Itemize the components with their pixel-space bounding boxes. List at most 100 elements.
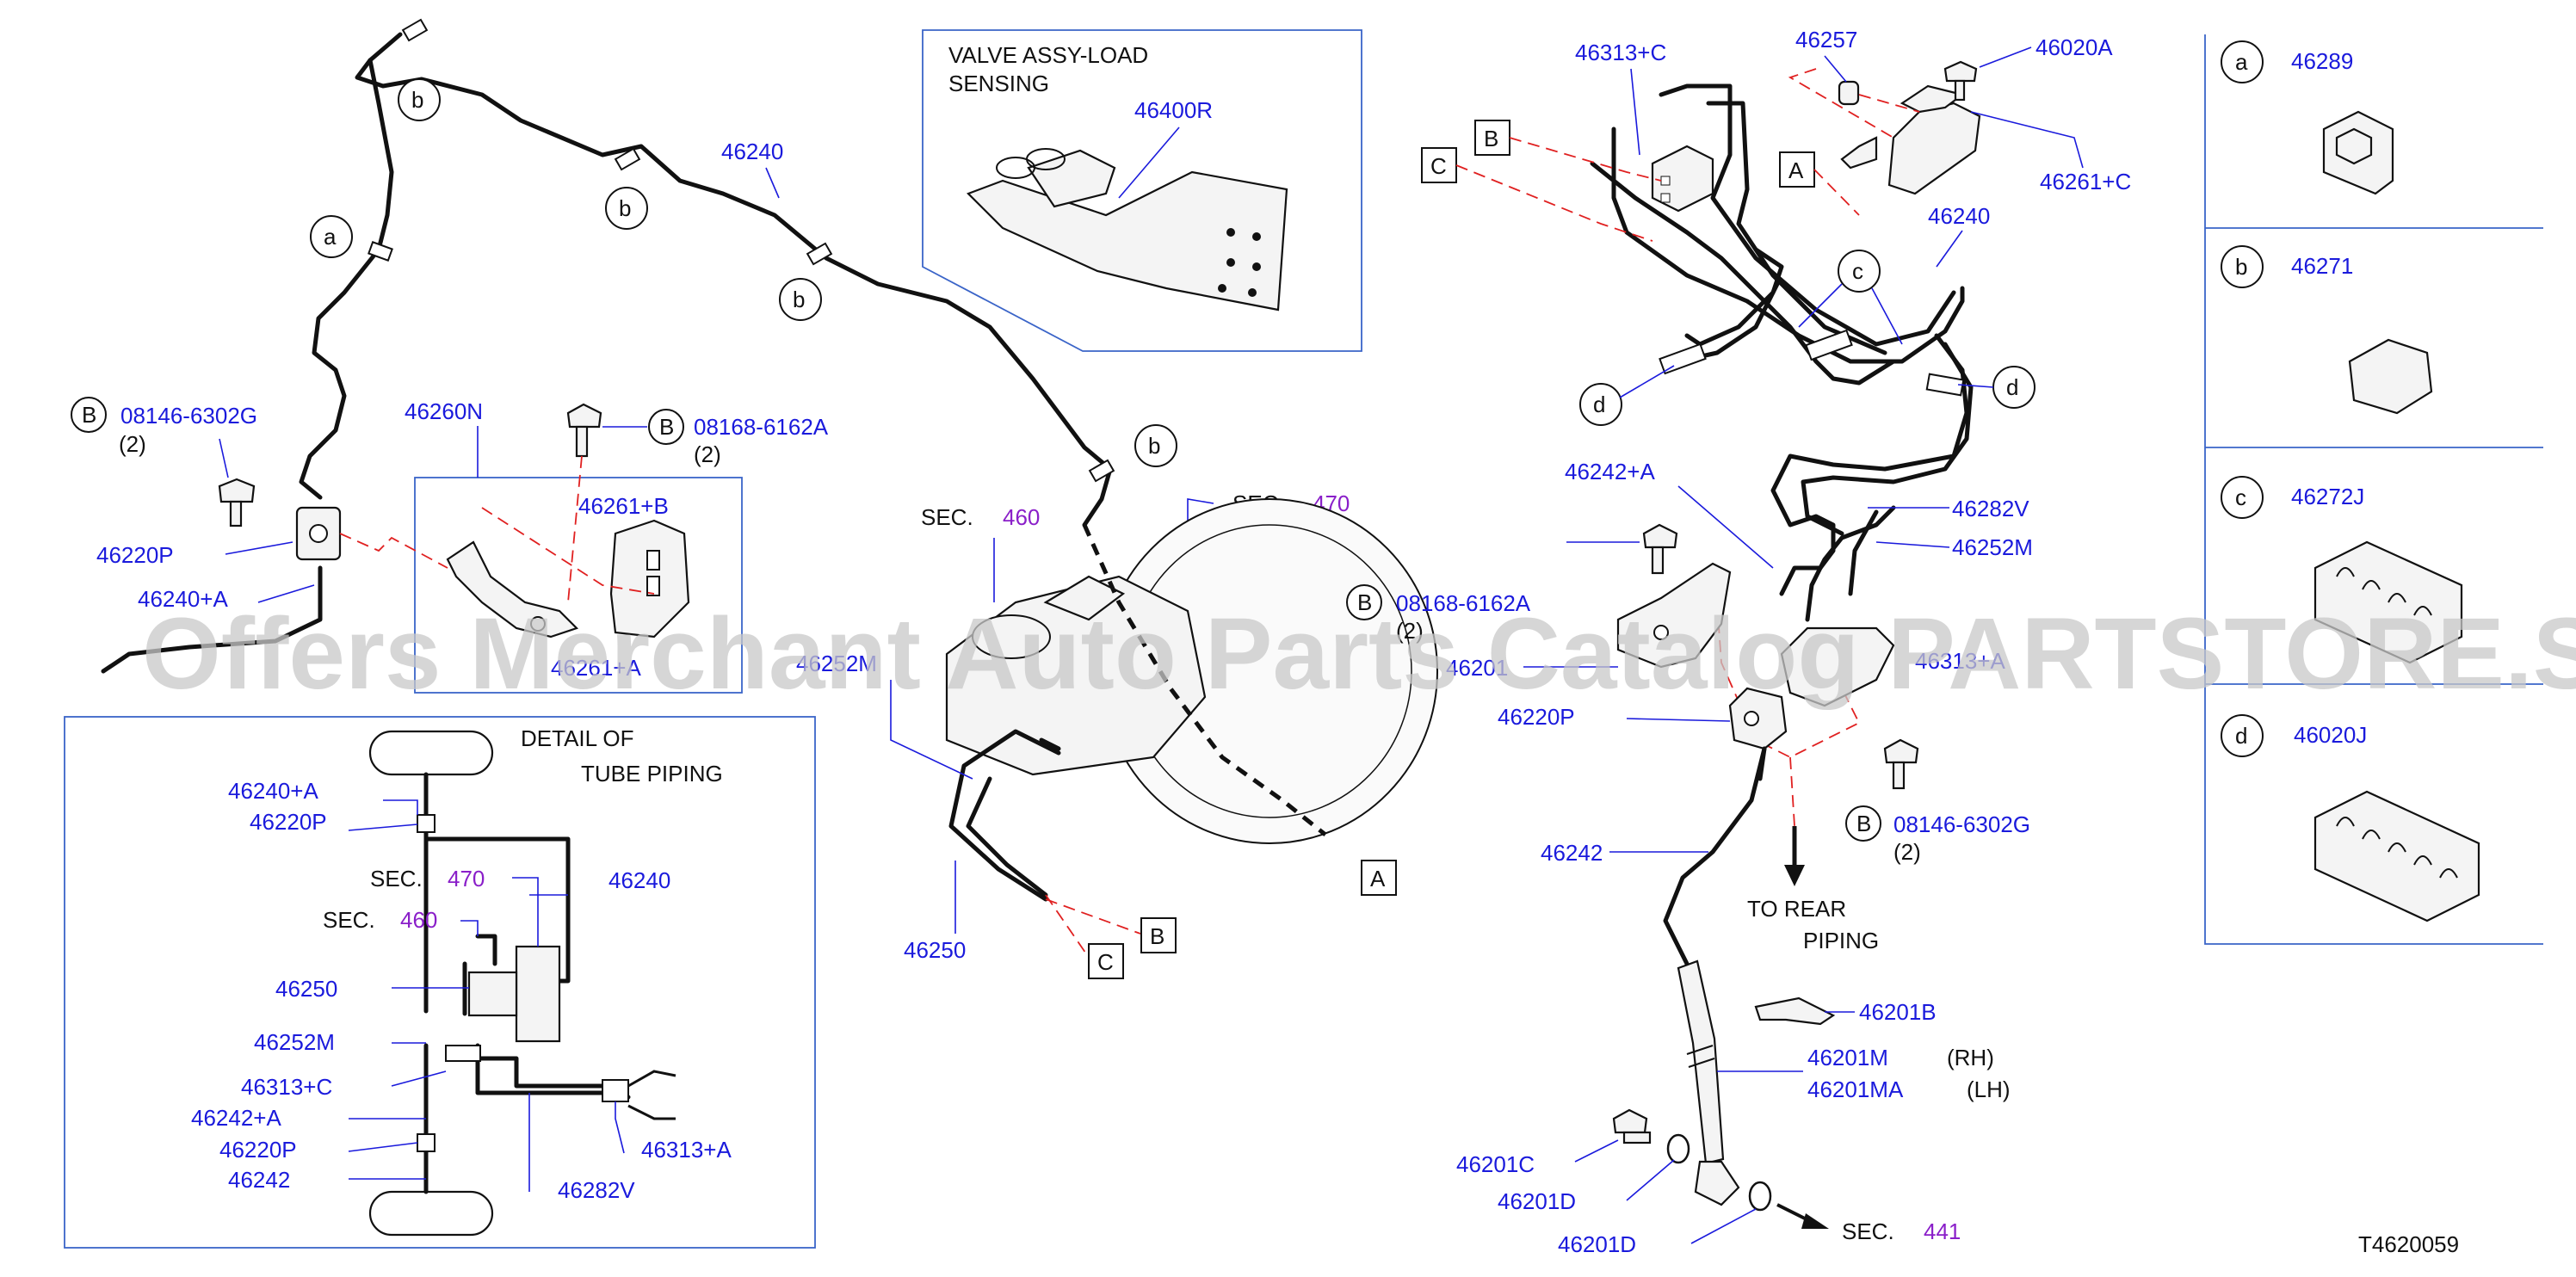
clip-46289-icon (2322, 110, 2394, 195)
pipe-46240A (299, 58, 394, 500)
pipe-46240 (355, 32, 1113, 527)
callout-C-center: C (1088, 943, 1124, 979)
label-46240-right: 46240 (1928, 203, 1990, 229)
connector-46220P-right (1728, 687, 1788, 750)
callout-B-right: B (1474, 120, 1510, 156)
svg-text:B: B (1484, 126, 1498, 151)
left-assembly: b a b b b 46240 B 08146-6302G (2) 46220P… (71, 18, 1177, 694)
label-bolt-08146-right: 08146-6302G (1893, 811, 2030, 837)
legend-item-d: d 46020J (2221, 714, 2480, 922)
valve-assy-box: VALVE ASSY-LOAD SENSING 46400R (922, 29, 1362, 352)
label-46220P-right: 46220P (1498, 704, 1575, 730)
callout-b-2: b (605, 187, 648, 230)
svg-text:SEC.: SEC. (370, 866, 423, 891)
label-46220P: 46220P (96, 542, 174, 568)
diagram-code: T4620059 (2358, 1231, 2459, 1257)
label-46020A: 46020A (2035, 34, 2113, 60)
svg-text:A: A (1370, 866, 1386, 891)
label-46201B: 46201B (1859, 999, 1937, 1025)
legend-item-a: a 46289 (2221, 40, 2394, 195)
label-bolt-08168-right: 08168-6162A (1396, 590, 1531, 616)
callout-a-1: a (310, 215, 353, 258)
label-46282V-right: 46282V (1952, 496, 2029, 521)
svg-text:B: B (82, 402, 96, 428)
label-46240: 46240 (721, 139, 783, 164)
callout-d-right-1: d (1579, 383, 1622, 426)
callout-b-4: b (1134, 424, 1177, 467)
spacer-46257 (1838, 80, 1860, 106)
callout-c-right: c (1838, 250, 1881, 293)
label-46201D-1: 46201D (1498, 1188, 1576, 1214)
svg-text:b: b (411, 87, 423, 113)
label-46250: 46250 (904, 937, 966, 963)
joint-46313C (1651, 145, 1714, 213)
booster-assembly: SEC. 460 SEC. 470 46252M 46250 A B C (796, 490, 1438, 979)
svg-text:C: C (1097, 949, 1114, 975)
legend-item-b: b 46271 (2221, 245, 2433, 415)
label-46201C: 46201C (1456, 1151, 1535, 1177)
svg-text:(2): (2) (119, 431, 146, 457)
washer-46201D-1 (1666, 1133, 1690, 1164)
callout-A-right: A (1779, 151, 1815, 188)
callout-B-center: B (1140, 917, 1177, 953)
bracket-46260N (446, 540, 579, 638)
svg-text:SEC.: SEC. (323, 907, 375, 933)
svg-text:a: a (2235, 49, 2248, 75)
label-46400R: 46400R (1134, 97, 1213, 123)
bolt-08168-right-icon (1642, 523, 1678, 575)
svg-text:C: C (1430, 153, 1447, 179)
label-46201: 46201 (1446, 655, 1508, 681)
bolt-08168-icon (566, 403, 602, 458)
label-46261B: 46261+B (578, 493, 669, 519)
label-46201D-2: 46201D (1558, 1231, 1636, 1257)
svg-text:A: A (1788, 157, 1804, 183)
label-46240A: 46240+A (138, 586, 228, 612)
detail-label-46313C: 46313+C (241, 1074, 332, 1100)
svg-text:B: B (1856, 811, 1871, 836)
bolt-08146-right-icon (1883, 738, 1919, 790)
callout-d-right-2: d (1992, 366, 2035, 409)
label-46260N: 46260N (405, 398, 483, 424)
svg-text:b: b (2235, 254, 2247, 280)
callout-b-1: b (398, 78, 441, 121)
bolt-46020A-icon (1943, 60, 1978, 102)
svg-text:(2): (2) (1396, 618, 1424, 644)
clip-46271-icon (2348, 338, 2433, 415)
load-sensing-valve (967, 148, 1288, 312)
label-46261C: 46261+C (2040, 169, 2131, 194)
right-assembly: C B A c d d (1346, 27, 2131, 1257)
label-46242-right: 46242 (1541, 840, 1603, 866)
detail-label-46240: 46240 (608, 867, 670, 893)
svg-text:b: b (1148, 433, 1160, 459)
watermark: Offers Merchant Auto Parts Catalog PARTS… (142, 597, 2576, 711)
detail-label-46252M: 46252M (254, 1029, 335, 1055)
svg-text:B: B (1357, 589, 1372, 615)
label-46201MA: 46201MA (1807, 1077, 1904, 1102)
detail-label-46242A: 46242+A (191, 1105, 281, 1131)
to-rear-piping-1: TO REAR (1747, 896, 1846, 922)
label-46252M-center: 46252M (796, 651, 877, 676)
svg-text:B: B (659, 414, 674, 440)
washer-46201D-2 (1748, 1181, 1772, 1212)
detail-title-1: DETAIL OF (521, 725, 633, 751)
legend-part-46289: 46289 (2291, 48, 2353, 74)
to-rear-piping-2: PIPING (1803, 928, 1879, 953)
svg-text:d: d (2006, 374, 2018, 400)
sec-441-label: SEC. (1842, 1218, 1894, 1244)
legend-item-c: c 46272J (2221, 476, 2463, 664)
label-46257: 46257 (1795, 27, 1857, 52)
detail-label-46242: 46242 (228, 1167, 290, 1193)
legend-part-46020J: 46020J (2294, 722, 2367, 748)
detail-label-46282V: 46282V (558, 1177, 635, 1203)
label-46242A-right: 46242+A (1565, 459, 1655, 484)
svg-text:c: c (1852, 258, 1863, 284)
detail-label-46250: 46250 (275, 976, 337, 1002)
svg-text:d: d (2235, 723, 2247, 749)
valve-title-1: VALVE ASSY-LOAD (948, 42, 1148, 68)
label-46313C-right: 46313+C (1575, 40, 1666, 65)
svg-text:(2): (2) (1893, 839, 1921, 865)
clip-legend: a 46289 b 46271 c 46272J d 46020J (2204, 34, 2543, 945)
detail-label-46313A: 46313+A (641, 1137, 732, 1163)
detail-label-46240A: 46240+A (228, 778, 318, 804)
label-bolt-08146: 08146-6302G (120, 403, 257, 429)
